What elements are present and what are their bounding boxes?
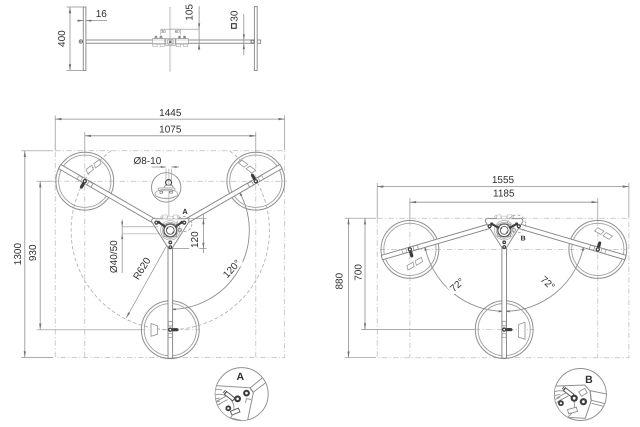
svg-text:880: 880 (334, 272, 345, 289)
svg-text:1300: 1300 (13, 243, 24, 266)
svg-text:16: 16 (96, 9, 108, 20)
svg-text:700: 700 (354, 264, 365, 281)
svg-text:120: 120 (190, 231, 201, 248)
svg-text:B: B (585, 374, 593, 386)
svg-text:30: 30 (230, 10, 241, 22)
svg-text:930: 930 (28, 244, 39, 261)
svg-text:1185: 1185 (493, 188, 515, 199)
svg-text:30: 30 (161, 29, 166, 34)
svg-text:B: B (521, 236, 526, 243)
svg-text:1555: 1555 (492, 175, 515, 186)
svg-text:Ø8-10: Ø8-10 (134, 156, 162, 167)
svg-text:A: A (237, 371, 245, 383)
svg-text:105: 105 (185, 4, 196, 21)
svg-text:Ø40/50: Ø40/50 (109, 240, 120, 273)
svg-text:1075: 1075 (159, 124, 182, 135)
svg-text:A: A (182, 207, 188, 216)
svg-text:400: 400 (57, 30, 68, 47)
svg-text:1445: 1445 (159, 108, 182, 119)
svg-text:60: 60 (175, 29, 180, 34)
